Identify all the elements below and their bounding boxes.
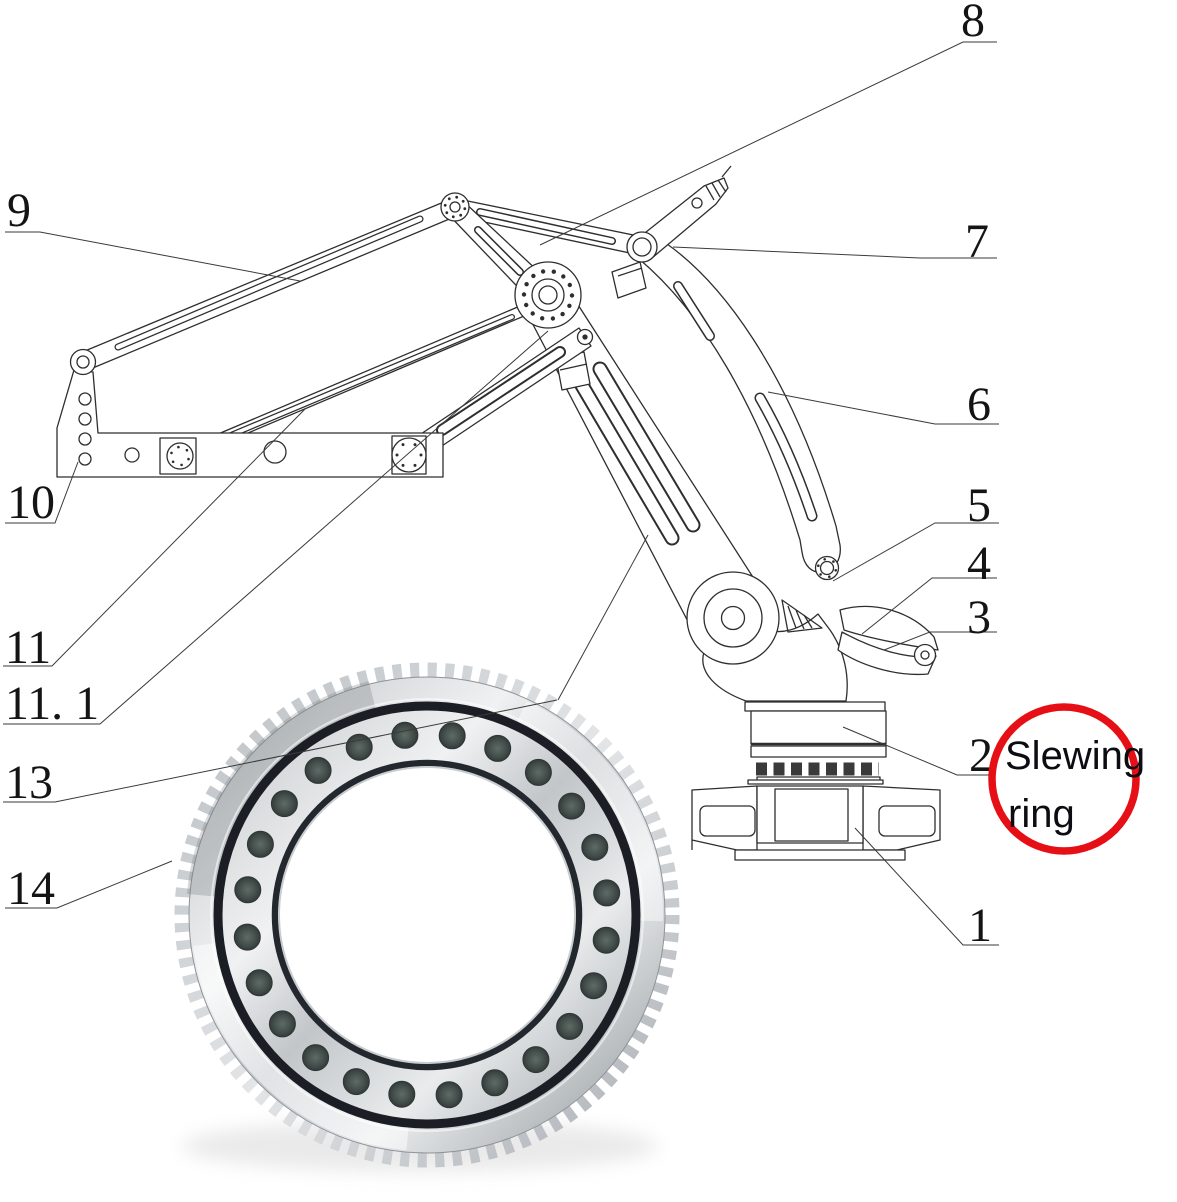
leader-line-9 bbox=[5, 231, 301, 282]
callout-6: 6 bbox=[967, 378, 991, 431]
annotation-text-line2: ring bbox=[1008, 792, 1075, 836]
end-effector-bracket bbox=[56, 348, 444, 478]
leader-lines bbox=[3, 41, 999, 946]
leader-line-2 bbox=[842, 726, 995, 776]
leader-line-11-1 bbox=[3, 330, 549, 725]
turret bbox=[702, 599, 848, 702]
callout-3: 3 bbox=[967, 591, 991, 644]
slewing-cylinder bbox=[744, 701, 887, 784]
callout-9: 9 bbox=[7, 184, 31, 237]
gear-seal-ring bbox=[213, 701, 641, 1129]
gear-highlight-sweep-2 bbox=[191, 679, 663, 1151]
annotation-red-circle bbox=[988, 703, 1140, 855]
gear-teeth-ring bbox=[174, 662, 680, 1168]
leader-line-6 bbox=[767, 391, 999, 425]
tip-hatch bbox=[717, 179, 727, 193]
callout-10: 10 bbox=[7, 476, 55, 529]
center-joint-boss bbox=[514, 261, 594, 346]
upper-arm bbox=[527, 296, 768, 657]
callout-7: 7 bbox=[965, 215, 989, 268]
gear-seal-highlight bbox=[210, 698, 644, 1132]
leader-line-5 bbox=[832, 522, 999, 582]
boom-thin-link bbox=[177, 294, 551, 462]
gear-shade-sweep bbox=[185, 674, 668, 1156]
gear-bore-edge bbox=[278, 766, 576, 1064]
leader-line-3 bbox=[883, 631, 997, 651]
slewing-ring-annotation: Slewing ring bbox=[988, 703, 1145, 855]
leader-line-14 bbox=[5, 860, 173, 909]
callout-11-1: 11. 1 bbox=[5, 677, 99, 730]
callout-14: 14 bbox=[7, 862, 55, 915]
gear-bolt-holes bbox=[233, 721, 621, 1109]
gear-bore bbox=[280, 768, 574, 1062]
callout-1: 1 bbox=[968, 899, 992, 952]
tie-rod bbox=[79, 192, 470, 371]
base bbox=[691, 779, 941, 861]
rear-boom-flange bbox=[391, 437, 427, 473]
leader-line-4 bbox=[861, 577, 997, 635]
callout-11: 11 bbox=[5, 621, 51, 674]
callout-8: 8 bbox=[961, 0, 985, 47]
leader-line-8 bbox=[539, 41, 997, 246]
gear-highlight-sweep-1 bbox=[191, 679, 663, 1151]
projection-line bbox=[557, 534, 649, 701]
gear-inner-ring bbox=[271, 759, 583, 1071]
slewing-ring-photo bbox=[174, 662, 680, 1172]
front-boom-flange bbox=[166, 442, 194, 470]
leader-line-7 bbox=[672, 246, 997, 259]
tip-hatch bbox=[705, 185, 715, 201]
callout-4: 4 bbox=[967, 537, 991, 590]
tip-hatch bbox=[711, 182, 721, 198]
leader-line-10 bbox=[5, 461, 79, 524]
leader-line-1 bbox=[854, 827, 999, 946]
callout-5: 5 bbox=[967, 479, 991, 532]
elbow-joint bbox=[686, 571, 780, 665]
arc-link bbox=[637, 235, 841, 581]
turret-hatch-wedge bbox=[781, 599, 823, 633]
rocker-bracket bbox=[837, 605, 939, 676]
leader-line-11 bbox=[3, 407, 307, 667]
callout-13: 13 bbox=[5, 756, 53, 809]
annotation-text-line1: Slewing bbox=[1005, 734, 1145, 778]
callout-labels: 8 9 7 6 5 4 3 2 1 10 11 11. 1 13 14 bbox=[5, 0, 993, 952]
robot-arm-drawing bbox=[56, 165, 941, 861]
leader-line-13 bbox=[3, 699, 558, 803]
